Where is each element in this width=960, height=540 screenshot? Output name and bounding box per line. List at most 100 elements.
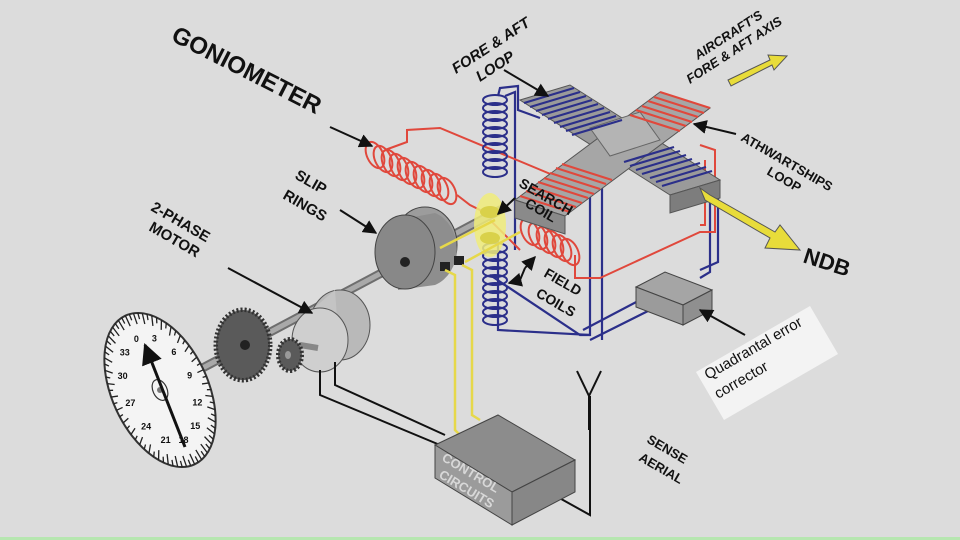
quadrantal-error-corrector-box: [634, 271, 714, 326]
dial-tick: [106, 340, 112, 346]
slip-rings-arrow: [339, 209, 378, 234]
dial-tick: [105, 345, 114, 353]
dial-tick: [122, 417, 129, 424]
dial-tick: [139, 436, 144, 445]
dial-tick: [107, 382, 115, 386]
dial-tick: [201, 382, 209, 385]
search-coil-arrow: [496, 197, 516, 215]
dial-tick: [112, 326, 120, 337]
ndb-arrow: [698, 186, 802, 251]
dial-tick: [200, 443, 208, 454]
dial-tick: [209, 401, 215, 404]
fore-aft-loop-windings: [523, 86, 713, 188]
dial-tick: [113, 402, 118, 405]
dial-ticks: [104, 312, 216, 468]
dial-number: 27: [125, 398, 135, 408]
dial-tick: [104, 369, 113, 374]
dial-tick: [191, 356, 198, 363]
dial-tick: [130, 427, 136, 435]
dial-tick: [189, 453, 196, 465]
dial-tick: [208, 434, 214, 440]
dial-tick: [116, 406, 123, 411]
dial-tick: [132, 313, 138, 325]
dial-tick: [168, 326, 172, 336]
dial-number: 15: [190, 421, 200, 431]
crossed-loop-aerial: [513, 84, 722, 235]
athwartships-loop-windings: [519, 90, 711, 214]
dial-tick: [143, 444, 147, 450]
quadrantal-corrector-arrow: [698, 309, 746, 336]
goniometer-label: GONIOMETER: [167, 21, 325, 120]
motor-arrow: [227, 267, 314, 314]
dial-number: 0: [134, 334, 139, 344]
dial-tick: [202, 375, 207, 378]
dial-tick: [182, 339, 186, 345]
dial-pointer: [142, 343, 187, 448]
ndb-label: NDB: [800, 243, 853, 282]
dial-tick: [107, 335, 116, 344]
label-arrows: [227, 69, 746, 336]
dial-tick: [105, 376, 111, 379]
dial-tick: [165, 323, 167, 329]
signal-wiring-yellow: [439, 218, 521, 436]
dial-number: 30: [118, 371, 128, 381]
dial-tick: [146, 313, 149, 321]
control-circuits-box: CONTROL CIRCUITS: [433, 414, 577, 526]
dial-tick: [204, 436, 213, 445]
bottom-border: [0, 537, 960, 540]
goniometer-arrow: [329, 126, 374, 148]
dial-tick: [117, 319, 125, 331]
dial-tick: [148, 444, 152, 454]
dial-tick: [134, 435, 138, 441]
dial-tick: [197, 369, 204, 374]
slip-ring-brush: [454, 256, 464, 265]
dial-tick: [195, 449, 203, 461]
dial-tick: [174, 455, 179, 467]
dial-number: 24: [141, 422, 151, 432]
dial-tick: [200, 450, 206, 457]
dial-tick: [187, 459, 192, 467]
dial-tick: [207, 406, 216, 411]
dial-tick: [111, 395, 119, 398]
athwartships-loop-arrow: [692, 120, 737, 135]
dial-tick: [194, 456, 199, 463]
aircraft-axis-arrow: [727, 54, 789, 87]
field-coils-arrow-1: [519, 267, 526, 281]
bearing-dial: 03691215182124273033: [103, 311, 217, 469]
dial-tick: [184, 345, 190, 353]
dial-tick: [153, 451, 155, 457]
dial-tick: [119, 414, 124, 418]
dial-number: 21: [161, 435, 171, 445]
dial-tick: [166, 453, 169, 465]
dial-tick: [121, 317, 126, 324]
dial-tick: [114, 323, 120, 330]
dial-tick: [205, 443, 211, 450]
dial-tick: [151, 315, 154, 327]
slip-ring-brush: [440, 262, 450, 271]
small-pinion-gear: [276, 337, 304, 373]
dial-number: 12: [192, 398, 202, 408]
dial-tick: [189, 350, 194, 355]
dial-tick: [173, 330, 177, 336]
dial-tick: [104, 363, 110, 367]
dial-tick: [205, 394, 213, 398]
slip-rings: [374, 206, 464, 290]
dial-tick: [206, 427, 215, 435]
dial-tick: [141, 313, 146, 325]
fore-aft-bar-side: [669, 179, 721, 214]
dial-number: 9: [187, 371, 192, 381]
dial-tick: [210, 424, 216, 429]
dial-tick: [104, 357, 113, 363]
large-gear: [213, 307, 273, 383]
dial-tick: [176, 335, 181, 344]
dial-number: 3: [152, 334, 157, 344]
dial-tick: [182, 455, 188, 467]
dial-tick: [137, 312, 141, 320]
dial-number: 6: [171, 347, 176, 357]
athwart-bar-side: [514, 199, 566, 235]
field-coils-arrow-2: [507, 272, 523, 287]
dial-tick: [171, 459, 174, 467]
two-phase-motor: [291, 289, 371, 373]
dial-tick: [128, 313, 133, 321]
